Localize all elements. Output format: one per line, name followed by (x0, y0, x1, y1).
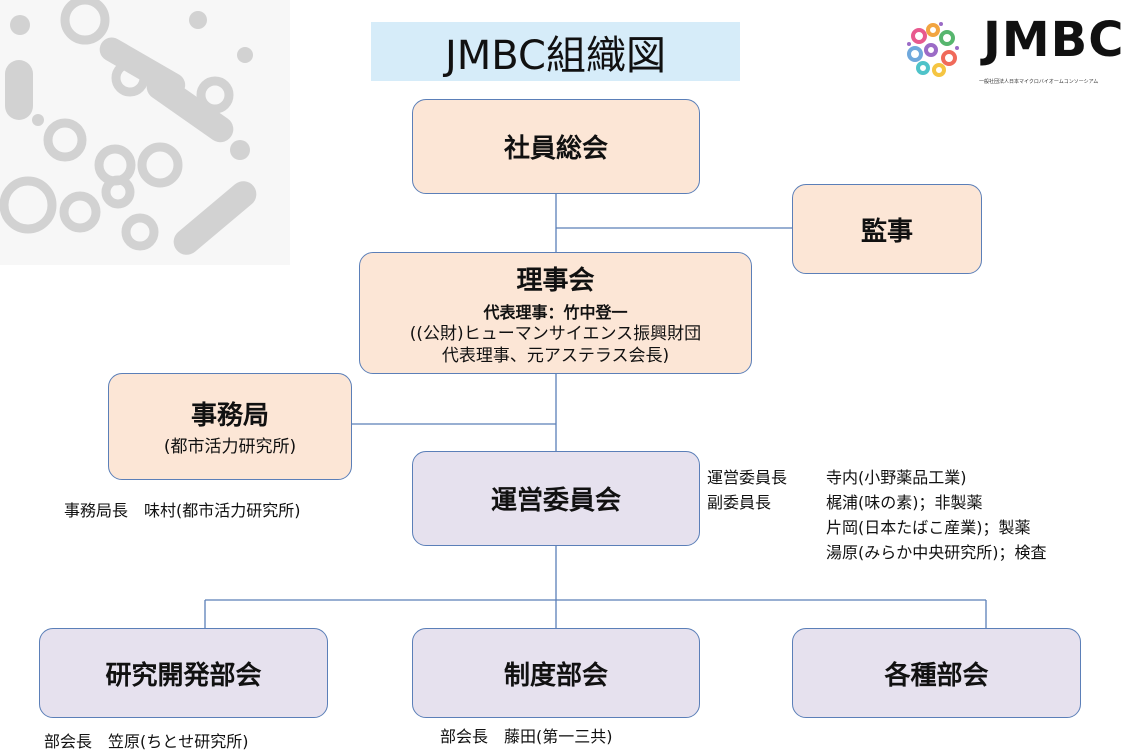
vice-chair-1: 梶浦(味の素)；非製薬 (826, 493, 983, 512)
auditor-label: 監事 (860, 216, 913, 247)
logo-text: JMBC (983, 12, 1125, 68)
board-desc-line1: ((公財)ヒューマンサイエンス振興財団 (409, 323, 702, 344)
secretariat-box: 事務局 (都市活力研究所) (108, 373, 352, 480)
secretariat-sub: (都市活力研究所) (163, 437, 297, 457)
vice-chair-label: 副委員長 (707, 493, 772, 512)
decorative-pattern (0, 0, 290, 265)
system-head-note: 部会長 藤田(第一三共) (440, 727, 613, 746)
board-representative: 代表理事：竹中登一 (483, 302, 628, 322)
general-assembly-label: 社員総会 (503, 134, 608, 164)
system-committee-label: 制度部会 (503, 660, 608, 691)
rnd-committee-label: 研究開発部会 (105, 660, 262, 691)
board-label: 理事会 (516, 265, 595, 296)
jmbc-logo: JMBC 一般社団法人日本マイクロバイオームコンソーシアム (901, 12, 1131, 96)
steering-chair-value: 寺内(小野薬品工業) (826, 468, 967, 487)
steering-committee-label: 運営委員会 (490, 486, 621, 516)
rnd-head-note: 部会長 笠原(ちとせ研究所) (44, 732, 249, 751)
vice-chair-2: 片岡(日本たばこ産業)；製薬 (826, 518, 1031, 537)
board-desc-line2: 代表理事、元アステラス会長) (441, 345, 670, 366)
system-committee-box: 制度部会 (412, 628, 700, 718)
vice-chair-3: 湯原(みらか中央研究所)；検査 (826, 543, 1047, 562)
rnd-committee-box: 研究開発部会 (39, 628, 328, 718)
board-box: 理事会 代表理事：竹中登一 ((公財)ヒューマンサイエンス振興財団 代表理事、元… (359, 252, 752, 374)
auditor-box: 監事 (792, 184, 982, 274)
steering-members-notes: 運営委員長 寺内(小野薬品工業) 副委員長 梶浦(味の素)；非製薬 片岡(日本た… (707, 465, 1047, 565)
general-assembly-box: 社員総会 (412, 99, 700, 194)
steering-committee-box: 運営委員会 (412, 451, 700, 546)
logo-mark-icon (907, 22, 959, 77)
secretariat-label: 事務局 (190, 401, 269, 431)
logo-subtext: 一般社団法人日本マイクロバイオームコンソーシアム (979, 79, 1099, 85)
various-committees-box: 各種部会 (792, 628, 1081, 718)
various-committees-label: 各種部会 (884, 660, 989, 691)
steering-chair-label: 運営委員長 (707, 468, 788, 487)
page-title: JMBC組織図 (371, 22, 740, 81)
secretariat-head-note: 事務局長 味村(都市活力研究所) (64, 501, 301, 520)
